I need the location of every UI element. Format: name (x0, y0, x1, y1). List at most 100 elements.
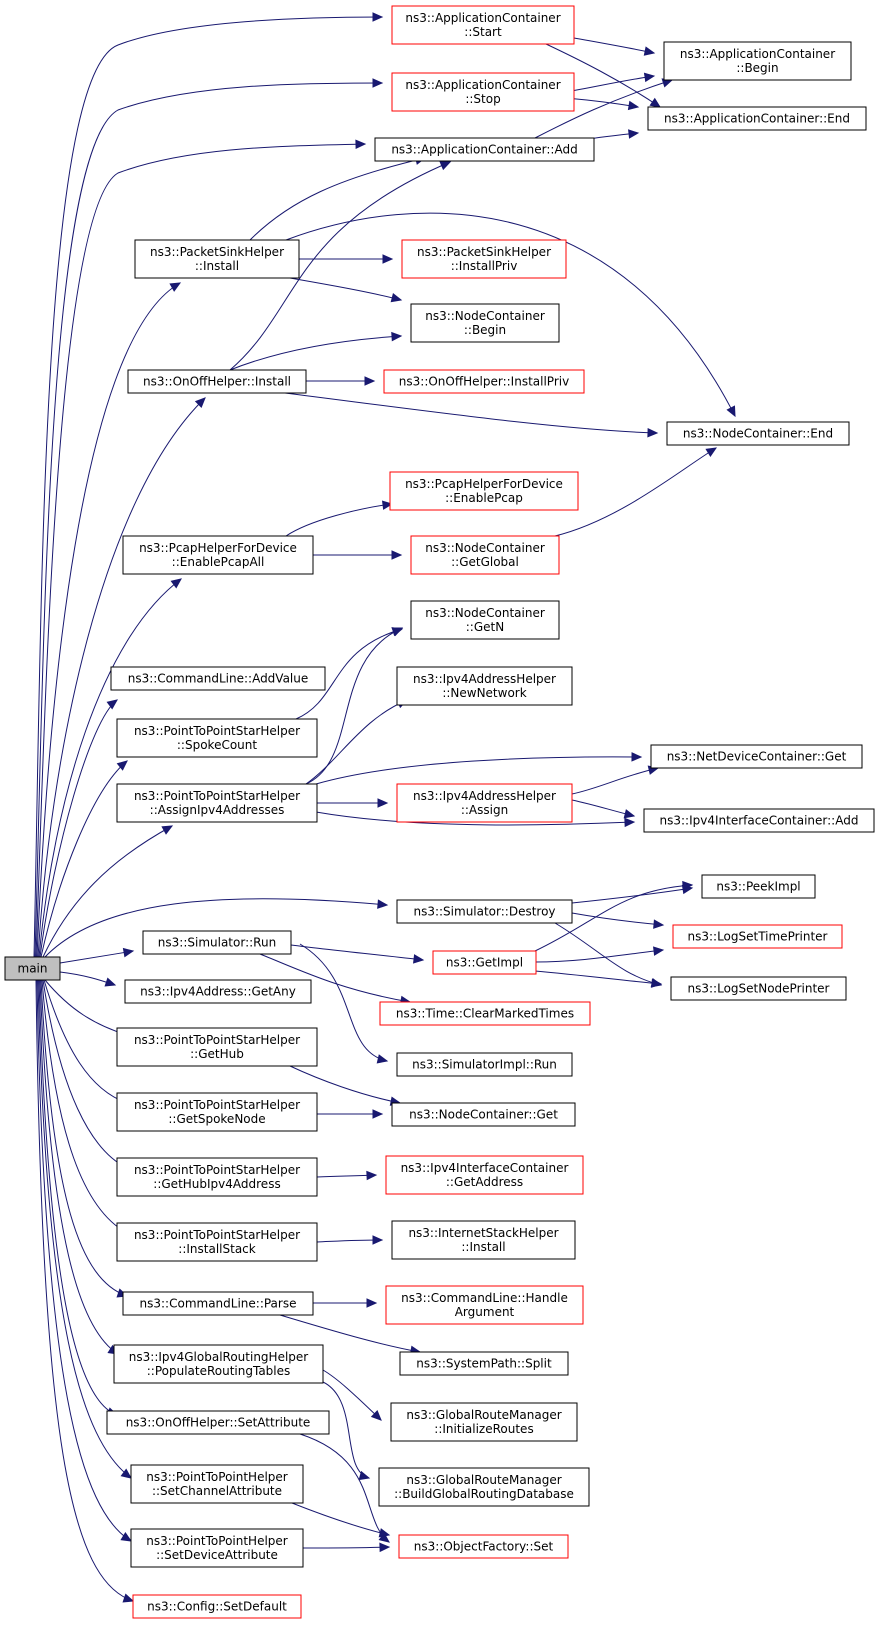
node-box (116, 718, 318, 758)
arrowhead-icon (194, 397, 206, 409)
node-label: ::Stop (465, 92, 500, 106)
node-ptpsh-spokecount[interactable]: ns3::PointToPointStarHelper::SpokeCount (116, 718, 318, 758)
node-app-begin[interactable]: ns3::ApplicationContainer::Begin (663, 41, 852, 81)
arrowhead-icon (382, 254, 394, 264)
call-edge (42, 979, 128, 1169)
arrowhead-icon (372, 78, 384, 88)
node-box (650, 744, 863, 769)
node-ptph-setdeviceattr[interactable]: ns3::PointToPointHelper::SetDeviceAttrib… (130, 1528, 304, 1568)
call-edge (36, 979, 132, 1542)
arrowhead-icon (120, 1531, 133, 1542)
node-nc-end[interactable]: ns3::NodeContainer::End (666, 421, 850, 446)
node-ipv4grh-populate[interactable]: ns3::Ipv4GlobalRoutingHelper::PopulateRo… (113, 1344, 324, 1384)
arrowhead-icon (623, 809, 636, 819)
call-edge (34, 82, 383, 958)
node-ptpsh-gethub[interactable]: ns3::PointToPointStarHelper::GetHub (116, 1027, 318, 1067)
node-label: ::GetAddress (446, 1175, 523, 1189)
arrowhead-icon (643, 72, 656, 83)
node-ndc-get[interactable]: ns3::NetDeviceContainer::Get (650, 744, 863, 769)
node-sim-run[interactable]: ns3::Simulator::Run (142, 930, 292, 955)
node-ptpsh-installstack[interactable]: ns3::PointToPointStarHelper::InstallStac… (116, 1222, 318, 1262)
node-label: ::InitializeRoutes (434, 1422, 533, 1436)
node-sp-split[interactable]: ns3::SystemPath::Split (399, 1351, 569, 1376)
call-edge (291, 1502, 390, 1536)
node-ptpsh-gethubipv4[interactable]: ns3::PointToPointStarHelper::GetHubIpv4A… (116, 1157, 318, 1197)
node-phfd-enablepcapall[interactable]: ns3::PcapHelperForDevice::EnablePcapAll (122, 535, 314, 575)
node-box (670, 976, 847, 1001)
node-ish-install[interactable]: ns3::InternetStackHelper::Install (391, 1220, 576, 1260)
node-box (116, 783, 318, 823)
node-app-start[interactable]: ns3::ApplicationContainer::Start (391, 5, 575, 45)
node-ptpsh-assignipv4[interactable]: ns3::PointToPointStarHelper::AssignIpv4A… (116, 783, 318, 823)
arrowhead-icon (366, 1298, 378, 1308)
node-ooh-install[interactable]: ns3::OnOffHelper::Install (127, 369, 307, 394)
arrowhead-icon (439, 161, 452, 171)
node-label: ::BuildGlobalRoutingDatabase (394, 1487, 574, 1501)
node-label: ns3::PointToPointHelper (146, 1470, 288, 1484)
node-label: ns3::CommandLine::AddValue (128, 672, 309, 686)
node-ipv4ah-assign[interactable]: ns3::Ipv4AddressHelper::Assign (396, 783, 573, 823)
node-ptph-setchannelattr[interactable]: ns3::PointToPointHelper::SetChannelAttri… (130, 1464, 304, 1504)
node-label: ns3::LogSetTimePrinter (687, 930, 827, 944)
node-box (116, 1157, 318, 1197)
node-ipv4ic-add[interactable]: ns3::Ipv4InterfaceContainer::Add (643, 808, 875, 833)
node-grm-initroutes[interactable]: ns3::GlobalRouteManager::InitializeRoute… (390, 1402, 578, 1442)
node-nc-get[interactable]: ns3::NodeContainer::Get (391, 1102, 576, 1127)
call-edge (41, 979, 128, 1234)
arrowhead-icon (647, 427, 659, 438)
call-edge (40, 760, 128, 958)
node-phfd-enablepcap[interactable]: ns3::PcapHelperForDevice::EnablePcap (389, 471, 579, 511)
node-label: ::Install (195, 259, 239, 273)
node-peekimpl[interactable]: ns3::PeekImpl (701, 874, 816, 899)
node-nc-getn[interactable]: ns3::NodeContainer::GetN (410, 600, 560, 640)
node-label: ns3::ObjectFactory::Set (414, 1540, 554, 1554)
node-ooh-setattr[interactable]: ns3::OnOffHelper::SetAttribute (106, 1410, 330, 1435)
node-main[interactable]: main (4, 956, 61, 981)
node-label: ns3::ApplicationContainer (405, 11, 560, 25)
node-cl-addvalue[interactable]: ns3::CommandLine::AddValue (110, 666, 326, 691)
node-ipv4ah-newnetwork[interactable]: ns3::Ipv4AddressHelper::NewNetwork (396, 666, 573, 706)
arrowhead-icon (643, 46, 656, 56)
node-box (390, 1402, 578, 1442)
node-psh-install[interactable]: ns3::PacketSinkHelper::Install (134, 239, 300, 279)
arrowhead-icon (370, 1409, 382, 1421)
node-sim-destroy[interactable]: ns3::Simulator::Destroy (396, 899, 573, 924)
call-edge (39, 699, 118, 958)
node-box (432, 950, 537, 975)
node-logsettimeprinter[interactable]: ns3::LogSetTimePrinter (672, 924, 843, 949)
node-box (378, 1467, 590, 1507)
node-box (396, 899, 573, 924)
node-cl-parse[interactable]: ns3::CommandLine::Parse (122, 1291, 314, 1316)
node-ptpsh-getspokenode[interactable]: ns3::PointToPointStarHelper::GetSpokeNod… (116, 1092, 318, 1132)
node-app-end[interactable]: ns3::ApplicationContainer::End (647, 106, 867, 131)
call-edge (35, 143, 366, 958)
node-app-stop[interactable]: ns3::ApplicationContainer::Stop (391, 72, 575, 112)
node-box (647, 106, 867, 131)
node-logsetnodeprinter[interactable]: ns3::LogSetNodePrinter (670, 976, 847, 1001)
node-config-setdefault[interactable]: ns3::Config::SetDefault (132, 1594, 302, 1619)
node-nc-begin[interactable]: ns3::NodeContainer::Begin (410, 303, 560, 343)
node-label: ns3::NodeContainer::Get (409, 1108, 558, 1122)
node-psh-installpriv[interactable]: ns3::PacketSinkHelper::InstallPriv (401, 239, 567, 279)
node-label: ns3::NodeContainer (425, 606, 545, 620)
node-ooh-installpriv[interactable]: ns3::OnOffHelper::InstallPriv (383, 369, 585, 394)
arrowhead-icon (372, 1235, 384, 1245)
node-nc-getglobal[interactable]: ns3::NodeContainer::GetGlobal (410, 535, 560, 575)
node-grm-buildglobal[interactable]: ns3::GlobalRouteManager::BuildGlobalRout… (378, 1467, 590, 1507)
node-label: ns3::GlobalRouteManager (406, 1408, 561, 1422)
node-simimpl-run[interactable]: ns3::SimulatorImpl::Run (396, 1052, 573, 1077)
call-edge (59, 950, 134, 964)
node-app-add[interactable]: ns3::ApplicationContainer::Add (374, 137, 595, 162)
node-time-clearmarked[interactable]: ns3::Time::ClearMarkedTimes (379, 1001, 591, 1026)
node-ipv4ic-getaddress[interactable]: ns3::Ipv4InterfaceContainer::GetAddress (385, 1155, 584, 1195)
node-label: ns3::OnOffHelper::SetAttribute (126, 1416, 311, 1430)
node-getimpl[interactable]: ns3::GetImpl (432, 950, 537, 975)
call-edge (44, 898, 388, 958)
node-of-set[interactable]: ns3::ObjectFactory::Set (398, 1534, 569, 1559)
call-edge (37, 979, 132, 1479)
node-ipv4a-getany[interactable]: ns3::Ipv4Address::GetAny (124, 979, 312, 1004)
node-label: ::Begin (464, 323, 506, 337)
node-box (396, 783, 573, 823)
node-label: ns3::ApplicationContainer (680, 47, 835, 61)
